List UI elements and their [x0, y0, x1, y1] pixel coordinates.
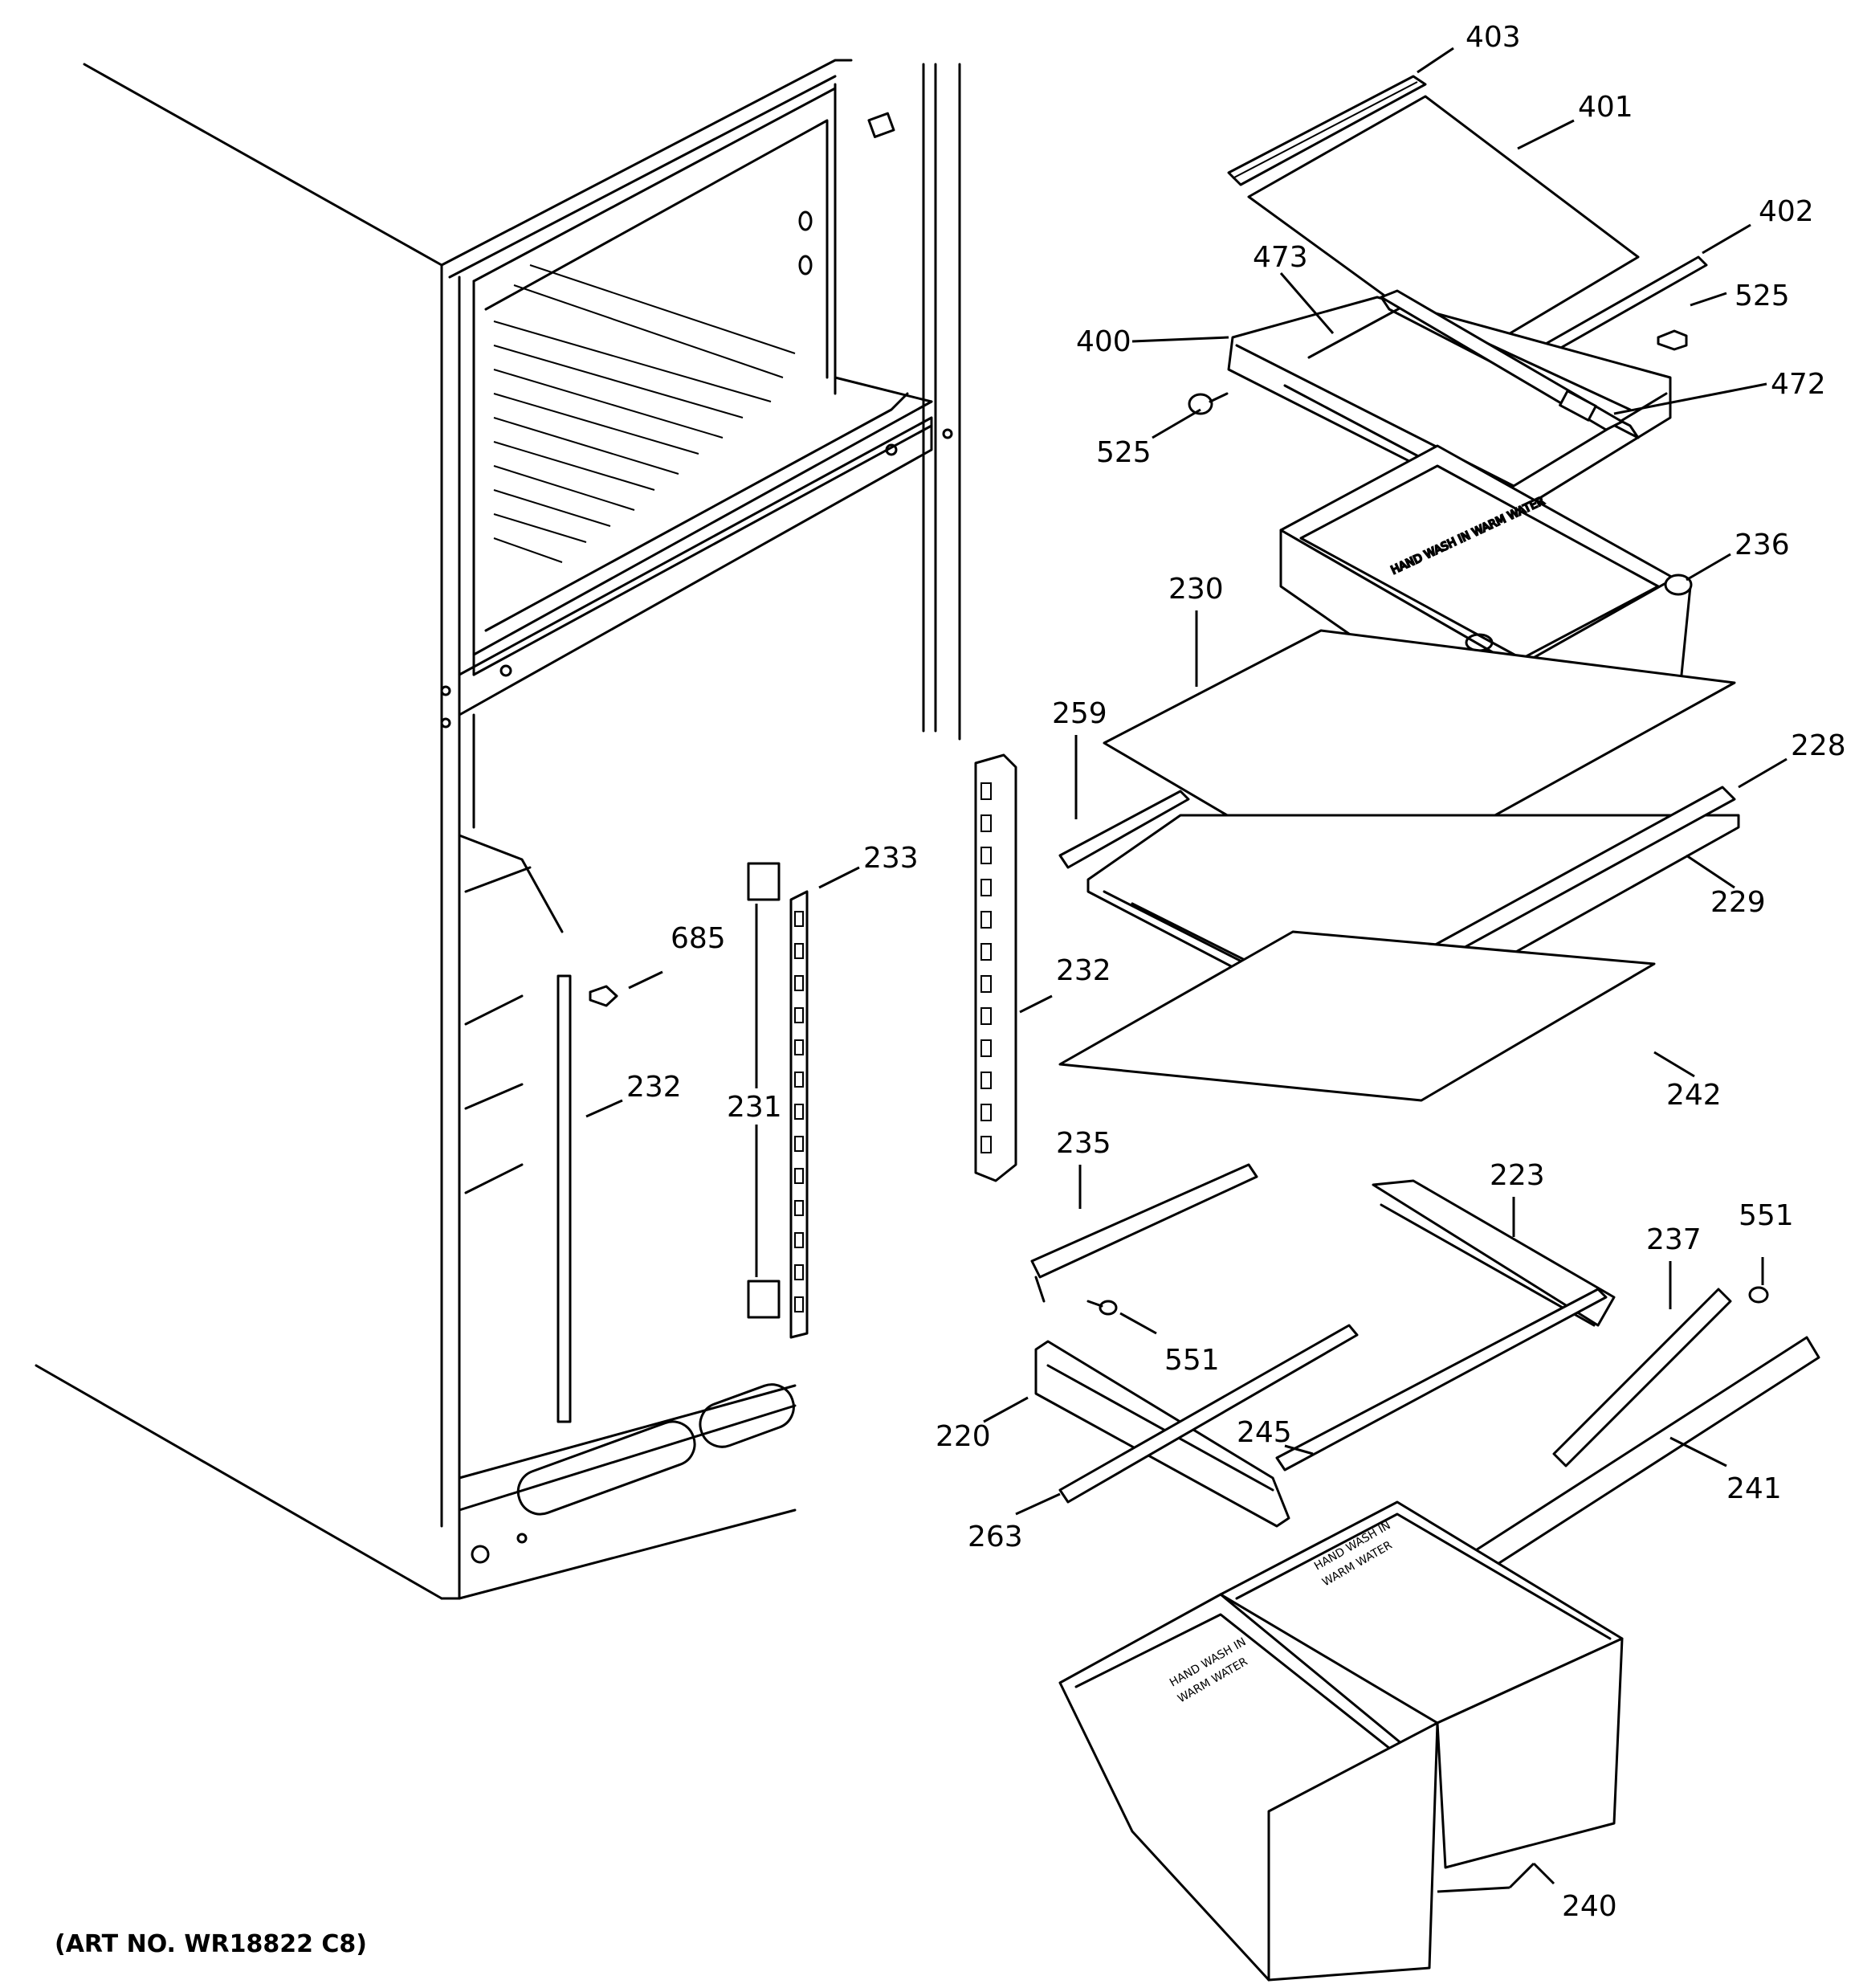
callout-403: 403 [1466, 21, 1521, 54]
callout-259: 259 [1052, 697, 1107, 730]
callout-228: 228 [1791, 729, 1846, 762]
callout-223: 223 [1490, 1159, 1545, 1192]
slide-rail-472 [1380, 289, 1624, 431]
screw-685 [589, 985, 618, 1007]
callout-401: 401 [1578, 91, 1633, 124]
callout-230: 230 [1168, 573, 1224, 606]
slide-245 [1275, 1288, 1608, 1472]
shelf-support-rail-left [556, 974, 572, 1423]
callout-labels: 403 401 402 473 525 400 472 525 236 230 … [626, 21, 1846, 1923]
callout-245: 245 [1237, 1416, 1292, 1449]
callout-240: 240 [1562, 1890, 1617, 1923]
callout-220: 220 [936, 1420, 991, 1453]
crisper-drawer-240-front: HAND WASH IN WARM WATER [1058, 1593, 1439, 1982]
shelf-ladder-232 [974, 753, 1017, 1182]
callout-685: 685 [671, 922, 726, 955]
callout-233: 233 [863, 842, 919, 875]
callout-402: 402 [1759, 195, 1814, 228]
shelf-bracket-pair [747, 862, 781, 1319]
callout-242: 242 [1666, 1079, 1722, 1112]
pin-525-right [1657, 329, 1688, 351]
callout-232-right: 232 [1056, 954, 1111, 987]
callout-232-left: 232 [626, 1071, 682, 1104]
shelf-ladder-233 [789, 890, 809, 1339]
pin-525-left [1188, 392, 1229, 415]
callout-237: 237 [1646, 1223, 1702, 1256]
callout-551-right: 551 [1739, 1199, 1794, 1232]
cabinet-liner [35, 59, 961, 1600]
glass-shelf-242 [1058, 930, 1656, 1102]
callout-525-left: 525 [1096, 436, 1152, 469]
callout-525-right: 525 [1735, 280, 1790, 312]
shelf-trim-235 [1030, 1163, 1258, 1303]
callout-473: 473 [1253, 241, 1308, 274]
leader-lines [585, 47, 1788, 1893]
callout-400: 400 [1076, 325, 1131, 358]
shelf-trim-259 [1058, 790, 1190, 869]
slide-263 [1058, 1324, 1359, 1504]
callout-472: 472 [1771, 368, 1826, 401]
callout-235: 235 [1056, 1127, 1111, 1160]
callout-551-left: 551 [1164, 1344, 1220, 1377]
callout-241: 241 [1726, 1472, 1782, 1505]
callout-229: 229 [1710, 886, 1766, 919]
callout-236: 236 [1735, 529, 1790, 561]
trim-237 [1552, 1288, 1732, 1468]
screw-551-right [1748, 1286, 1769, 1304]
callout-231: 231 [727, 1091, 782, 1124]
art-number: (ART NO. WR18822 C8) [55, 1930, 367, 1958]
callout-263: 263 [968, 1521, 1023, 1553]
screw-551-left [1086, 1300, 1118, 1316]
shelf-trim-403 [1227, 75, 1427, 186]
crisper-frame-223 [1372, 1179, 1616, 1327]
